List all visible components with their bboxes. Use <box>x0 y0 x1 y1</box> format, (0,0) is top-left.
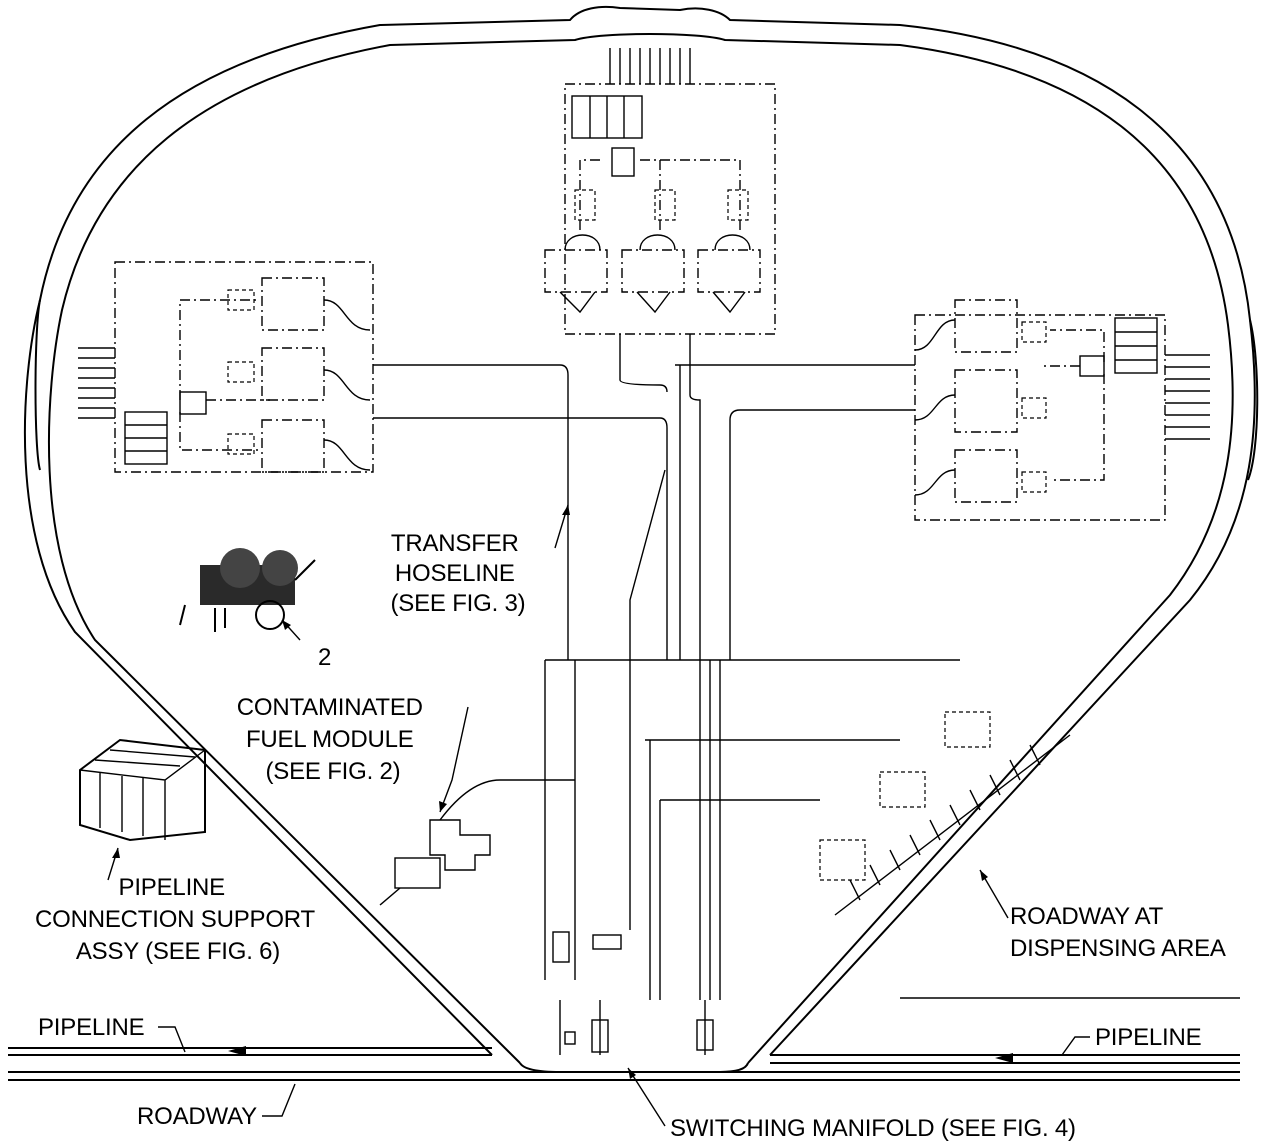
contaminated-fuel-module-symbol <box>379 819 491 906</box>
hose-reel-trailer-illustration <box>179 548 316 632</box>
roadway-loop <box>23 5 1259 1064</box>
pipeline-connection-support-illustration <box>79 738 206 842</box>
pipeline-connection-support-label: PIPELINE CONNECTION SUPPORT ASSY (SEE FI… <box>35 874 321 965</box>
left-dispensing-cluster <box>78 261 374 473</box>
item-number-2: 2 <box>318 644 331 671</box>
pipeline-and-roadway <box>8 997 1240 1081</box>
switching-manifold-label: SWITCHING MANIFOLD (SEE FIG. 4) <box>670 1115 1076 1142</box>
leader-lines <box>107 504 1090 1127</box>
hoselines <box>373 334 960 1055</box>
pipeline-left-label: PIPELINE <box>38 1014 144 1041</box>
pipeline-right-label: PIPELINE <box>1095 1024 1201 1051</box>
contaminated-fuel-module-label: CONTAMINATED FUEL MODULE (SEE FIG. 2) <box>237 694 430 785</box>
roadway-dispensing-label: ROADWAY AT DISPENSING AREA <box>1010 903 1226 962</box>
right-dispensing-cluster <box>914 299 1210 521</box>
roadway-label: ROADWAY <box>137 1103 257 1130</box>
transfer-hoseline-label: TRANSFER HOSELINE (SEE FIG. 3) <box>391 530 526 617</box>
dispensing-area-branches <box>819 711 1071 916</box>
top-dispensing-cluster <box>544 48 776 335</box>
switching-manifold-symbols <box>552 931 714 1053</box>
